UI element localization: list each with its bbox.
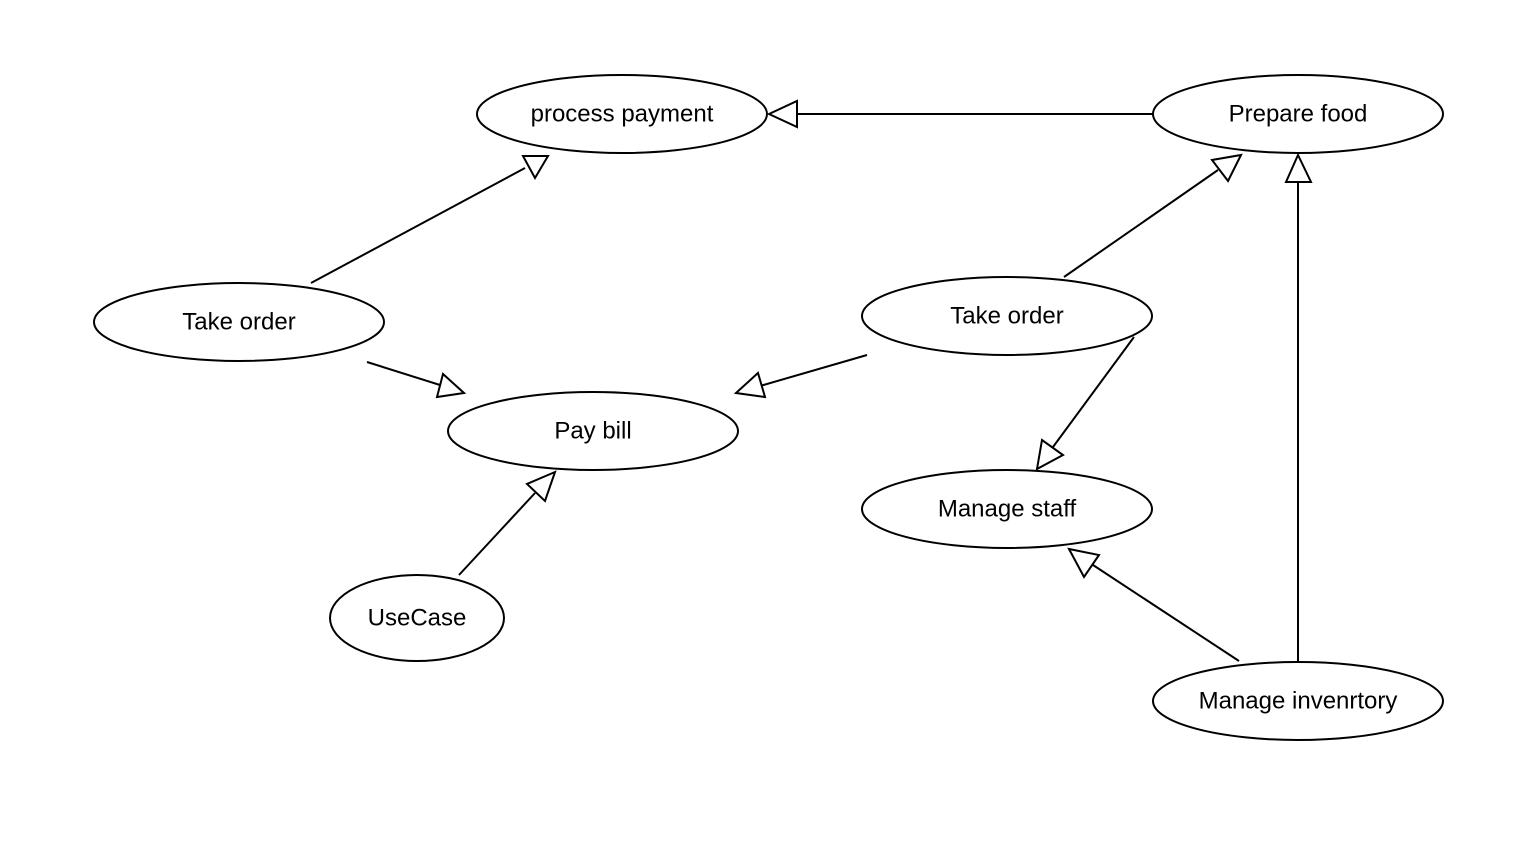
- use-case-label: Prepare food: [1229, 101, 1368, 128]
- use-case-label: Pay bill: [554, 418, 631, 445]
- use-case-prepare-food[interactable]: Prepare food: [1152, 74, 1444, 154]
- use-case-pay-bill[interactable]: Pay bill: [447, 391, 739, 471]
- edge-take-order-left-to-process-payment[interactable]: [310, 155, 550, 284]
- edge-take-order-right-to-manage-staff[interactable]: [1035, 336, 1135, 471]
- use-case-label: Take order: [182, 309, 295, 336]
- use-case-manage-inventory[interactable]: Manage invenrtory: [1152, 661, 1444, 741]
- use-case-label: Manage invenrtory: [1199, 688, 1398, 715]
- use-case-label: Take order: [950, 303, 1063, 330]
- use-case-process-payment[interactable]: process payment: [476, 74, 768, 154]
- edge-manage-inventory-to-manage-staff[interactable]: [1067, 547, 1240, 662]
- edge-take-order-left-to-pay-bill[interactable]: [366, 361, 467, 399]
- use-case-label: process payment: [531, 101, 714, 128]
- use-case-manage-staff[interactable]: Manage staff: [861, 469, 1153, 549]
- edge-take-order-right-to-pay-bill[interactable]: [733, 354, 868, 399]
- use-case-label: UseCase: [368, 605, 467, 632]
- edge-manage-inventory-to-prepare-food[interactable]: [1284, 152, 1313, 661]
- use-case-label: Manage staff: [938, 496, 1077, 523]
- use-case-usecase[interactable]: UseCase: [329, 574, 505, 662]
- edge-take-order-right-to-prepare-food[interactable]: [1063, 153, 1243, 278]
- edge-usecase-to-pay-bill[interactable]: [458, 470, 557, 576]
- edge-prepare-food-to-process-payment[interactable]: [766, 99, 1153, 129]
- relationships: [310, 99, 1313, 662]
- use-case-take-order-right[interactable]: Take order: [861, 276, 1153, 356]
- use-case-take-order-left[interactable]: Take order: [93, 282, 385, 362]
